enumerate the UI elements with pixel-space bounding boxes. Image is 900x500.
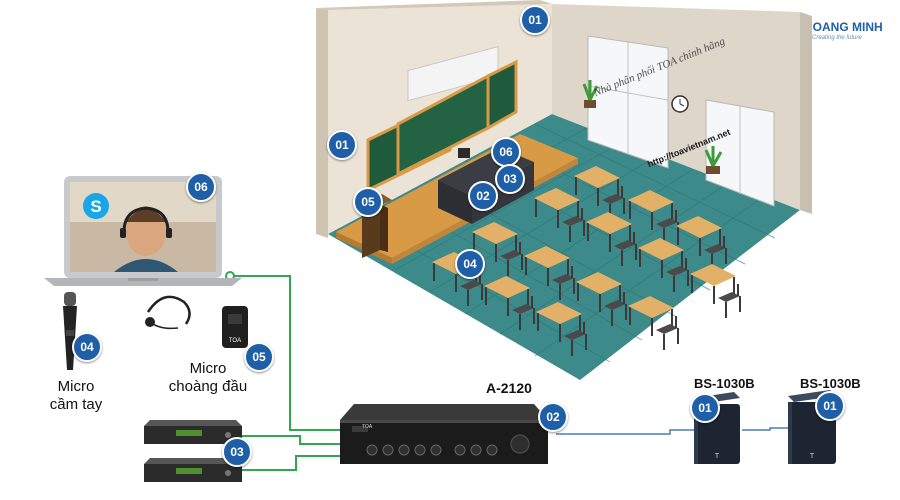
receiver-2-to-amplifier-cable [236,455,350,471]
amplifier-knob [486,444,498,456]
wireless-receiver-icon [144,420,242,444]
student-desk [628,190,679,244]
headset-mic-badge: 05 [244,342,274,372]
handheld-mic-label: Micro cầm tay [49,378,103,413]
brand-tagline: Creating the future [812,35,862,41]
svg-text:S: S [90,197,101,216]
student-desk [534,188,585,242]
speaker-right-model-label: BS-1030B [800,376,861,391]
speaker-left-badge: 01 [690,393,720,423]
student-desk [628,296,679,350]
plant-icon [704,146,723,174]
amplifier-knob [366,444,378,456]
amplifier-knob [470,444,482,456]
handheld-mic-badge: 04 [72,332,102,362]
receiver-badge: 03 [222,437,252,467]
laptop-icon: S [44,176,242,286]
amplifier-knobs [366,444,498,456]
clock-icon [671,95,689,113]
receiver-1-to-amplifier-cable [236,435,350,445]
svg-text:T: T [810,453,815,460]
svg-text:T: T [715,453,720,460]
brand-name: HOANG MINH [804,20,883,34]
classroom-badge: 05 [353,187,383,217]
plant-icon [582,80,599,108]
classroom-badge: 06 [491,137,521,167]
amplifier-knob [382,444,394,456]
student-desk [690,264,741,318]
classroom-badge: 01 [520,5,550,35]
classroom-badge: 04 [455,249,485,279]
student-desk [536,302,587,356]
speaker-to-speaker-cable [742,427,790,431]
wireless-receiver-icon [144,458,242,482]
projection-screen [407,45,499,102]
student-desk [676,216,727,270]
amplifier-badge: 02 [538,402,568,432]
amplifier-knob [398,444,410,456]
amplifier-icon [340,404,548,464]
amplifier-model-label: A-2120 [486,380,532,396]
classroom-badge: 02 [468,181,498,211]
classroom-badge: 03 [495,164,525,194]
amplifier-to-speaker-cable [556,429,700,435]
laptop-to-amplifier-cable [230,275,350,431]
amplifier-knob [454,444,466,456]
student-desk [524,246,575,300]
student-desk [586,212,637,266]
headset-microphone-icon: TOA [145,295,248,348]
classroom-badge: 01 [327,130,357,160]
student-desk [472,222,523,276]
student-desks [432,166,741,356]
speaker-left-model-label: BS-1030B [694,376,755,391]
amplifier-knob [414,444,426,456]
laptop-badge: 06 [186,172,216,202]
connections [225,271,790,471]
handheld-microphone-icon [63,292,77,370]
student-desk [484,276,535,330]
svg-text:TOA: TOA [229,338,241,344]
chalkboard [486,59,518,131]
speaker-right-badge: 01 [815,391,845,421]
student-desk [638,238,689,292]
amplifier-brand-text: TOA [362,424,373,430]
classroom-isometric-icon [316,0,812,380]
skype-icon: S [83,193,109,219]
amplifier-knob [430,444,442,456]
headset-mic-label: Micro choàng đầu [168,360,248,395]
student-desk [576,272,627,326]
student-desk [574,166,625,220]
